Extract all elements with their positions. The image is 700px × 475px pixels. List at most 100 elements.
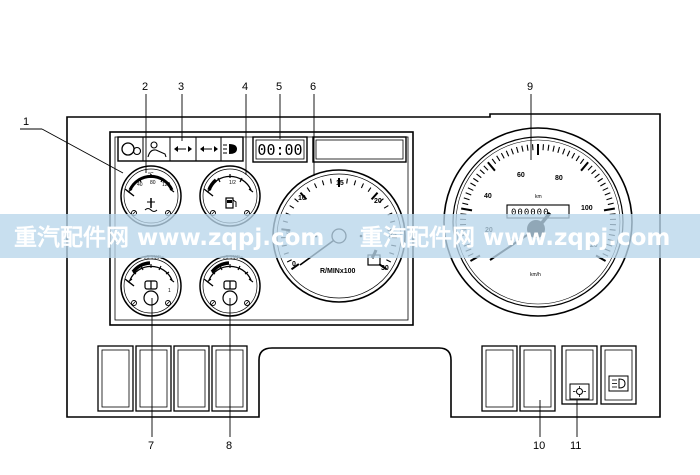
speed-unit-top: km	[535, 194, 542, 200]
temp-tick-40: 40	[137, 182, 143, 188]
speedometer-tick-17	[476, 173, 482, 179]
digital-clock: 00:00	[252, 136, 308, 163]
brake-pressure-icon-1	[144, 280, 158, 290]
speedometer-tick-10	[461, 207, 473, 212]
speedometer-tick-24	[505, 150, 510, 157]
dashboard-panel-outline	[66, 113, 661, 418]
tachometer-tick-18	[360, 183, 365, 189]
gear-warning-icon	[121, 142, 142, 156]
callout-10: 10	[533, 440, 545, 452]
speedometer-tick-28	[526, 144, 529, 151]
odometer-readout: 000000	[511, 208, 550, 218]
speedometer-tick-32	[547, 144, 550, 151]
speed-tick-40: 40	[484, 193, 492, 200]
driver-warning-icon	[147, 141, 167, 158]
temp-tick-80: 80	[150, 180, 156, 186]
tach-tick-0: 0	[292, 261, 296, 268]
speedometer-tick-44	[597, 177, 603, 183]
tach-tick-15: 15	[336, 180, 344, 187]
speedometer-tick-25	[510, 148, 514, 155]
speedometer-tick-47	[604, 192, 611, 196]
speedometer-tick-22	[496, 155, 501, 162]
speedometer-tick-20	[487, 161, 496, 172]
tachometer-tick-22	[383, 205, 389, 209]
tachometer-tick-14	[330, 178, 332, 184]
callout-5: 5	[276, 81, 282, 93]
tachometer-tick-19	[367, 187, 372, 193]
speedometer-tick-50	[603, 207, 615, 212]
speedometer-tick-46	[602, 187, 609, 191]
tach-tick-10: 10	[298, 195, 306, 202]
tachometer-tick-11	[306, 187, 311, 193]
speedometer-tick-26	[515, 146, 519, 153]
headlamp-warning-icon	[223, 144, 237, 154]
speedometer-tick-14	[467, 187, 474, 191]
speed-tick-80: 80	[555, 175, 563, 182]
hazard-lamp-switch-icon	[569, 383, 590, 400]
fuel-pump-icon	[225, 197, 237, 209]
callout-4: 4	[242, 81, 248, 93]
speedometer-tick-12	[463, 197, 470, 201]
speedometer-tick-48	[606, 197, 613, 201]
callout-1: 1	[23, 116, 29, 128]
speed-tick-100: 100	[581, 205, 593, 212]
speedometer-tick-35	[562, 148, 566, 155]
tachometer-tick-16	[346, 178, 348, 184]
tachometer-tick-10	[299, 192, 308, 201]
tachometer-tick-17	[353, 180, 357, 186]
tachometer-tick-0	[290, 263, 300, 271]
message-display	[312, 136, 407, 163]
switch-panel-left	[97, 345, 248, 412]
tachometer-tick-29	[386, 259, 392, 263]
speedometer-tick-36	[566, 150, 571, 157]
speedometer-tick-45	[600, 182, 606, 187]
callout-2: 2	[142, 81, 148, 93]
turn-signal-right-icon	[200, 146, 218, 152]
speedometer-tick-39	[579, 158, 585, 165]
speedometer-tick-41	[587, 165, 593, 171]
callout-6: 6	[310, 81, 316, 93]
speedometer-tick-11	[462, 202, 469, 206]
callout-11: 11	[570, 440, 581, 452]
tachometer-tick-9	[294, 198, 299, 203]
callout-leader-lines	[20, 94, 578, 437]
fuel-half-mark: 1/2	[229, 180, 236, 186]
callout-8: 8	[226, 440, 232, 452]
clock-readout: 00:00	[257, 141, 302, 159]
tachometer-tick-21	[379, 198, 384, 203]
temp-unit: °C	[148, 172, 154, 178]
speedometer-tick-13	[465, 192, 472, 196]
tach-tick-20: 20	[374, 198, 382, 205]
speedometer-tick-49	[607, 202, 614, 206]
speedometer-tick-33	[552, 145, 555, 152]
speedometer-tick-21	[491, 158, 497, 165]
speedometer-tick-16	[473, 177, 479, 183]
switch-panel-right	[481, 345, 637, 412]
callout-3: 3	[178, 81, 184, 93]
callout-7: 7	[148, 440, 154, 452]
speedometer-tick-42	[591, 169, 597, 175]
callout-9: 9	[527, 81, 533, 93]
speedometer-tick-18	[479, 169, 485, 175]
speedometer-tick-27	[521, 145, 524, 152]
tachometer-tick-12	[313, 183, 318, 189]
fuel-gauge: 1/2	[199, 165, 261, 227]
tachometer-tick-13	[321, 180, 325, 186]
air-pressure-gauge-1: x0.1MPa 1	[120, 255, 182, 317]
brake-pressure-icon-2	[223, 280, 237, 290]
tach-unit-label: R/MINx100	[320, 268, 356, 275]
tachometer-tick-1	[286, 259, 292, 263]
speedometer-tick-37	[571, 152, 576, 159]
pressure-end-mark-1: 1	[168, 288, 171, 294]
speed-tick-60: 60	[517, 172, 525, 179]
speedometer-tick-43	[594, 173, 600, 179]
tachometer-tick-8	[289, 205, 295, 209]
speedometer-tick-40	[580, 161, 589, 172]
speedometer-tick-34	[557, 146, 561, 153]
speedometer-tick-38	[575, 155, 580, 162]
warning-lamp-strip	[117, 136, 244, 162]
turn-signal-left-icon	[174, 146, 192, 152]
watermark-right: 重汽配件网 www.zqpj.com	[360, 224, 670, 251]
speedometer-tick-19	[483, 165, 489, 171]
